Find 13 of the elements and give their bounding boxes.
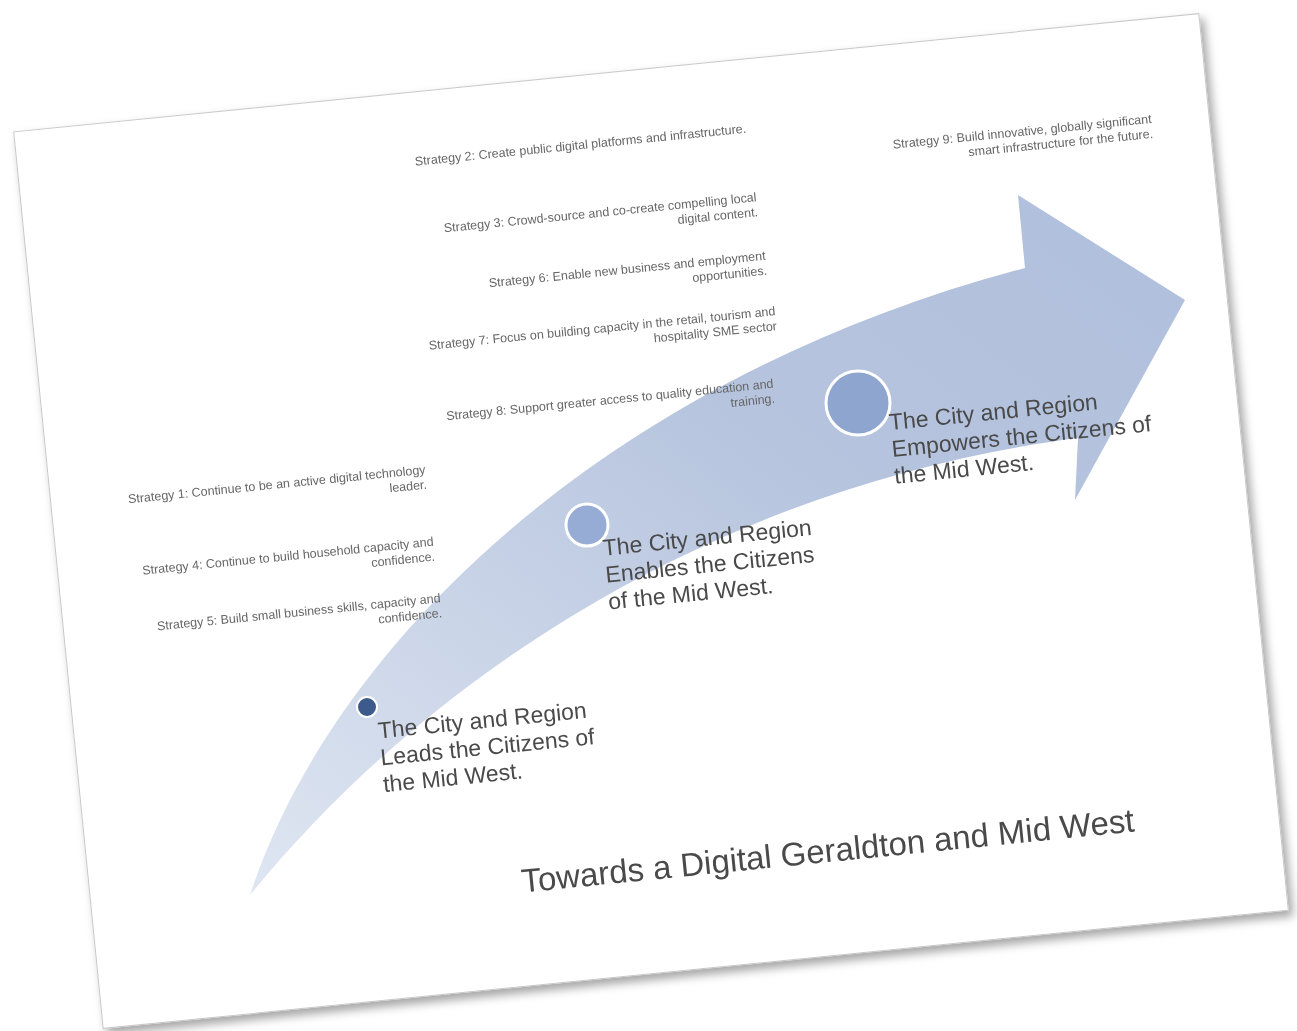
diagram-title: Towards a Digital Geraldton and Mid West [519, 801, 1137, 901]
stage-text: The City and Region Enables the Citizens of the Mid West. [601, 513, 816, 616]
strategy-text: Strategy 3: Crowd-source and co-create compelling local digital content. [442, 190, 759, 238]
strategy-text: Strategy 9: Build innovative, globally significant smart infrastructure for the future. [890, 111, 1154, 162]
strategy-text: Strategy 7: Focus on building capacity in the retail, tourism and hospitality SME sector [427, 304, 778, 355]
strategy-text: Strategy 4: Continue to build household capacity and confidence. [140, 534, 436, 580]
strategy-text: Strategy 1: Continue to be an active digital technology leader. [126, 462, 428, 509]
stage-text: The City and Region Empowers the Citizens of the Mid West. [887, 387, 1154, 490]
stage-text: The City and Region Leads the Citizens of the Mid West. [376, 695, 597, 799]
strategy-text: Strategy 8: Support greater access to quality education and training. [444, 376, 776, 426]
strategy-text: Strategy 2: Create public digital platforms and infrastructure. [413, 121, 747, 171]
strategy-text: Strategy 5: Build small business skills, capacity and confidence. [155, 591, 443, 636]
strategy-text: Strategy 6: Enable new business and employment opportunities. [487, 248, 768, 293]
